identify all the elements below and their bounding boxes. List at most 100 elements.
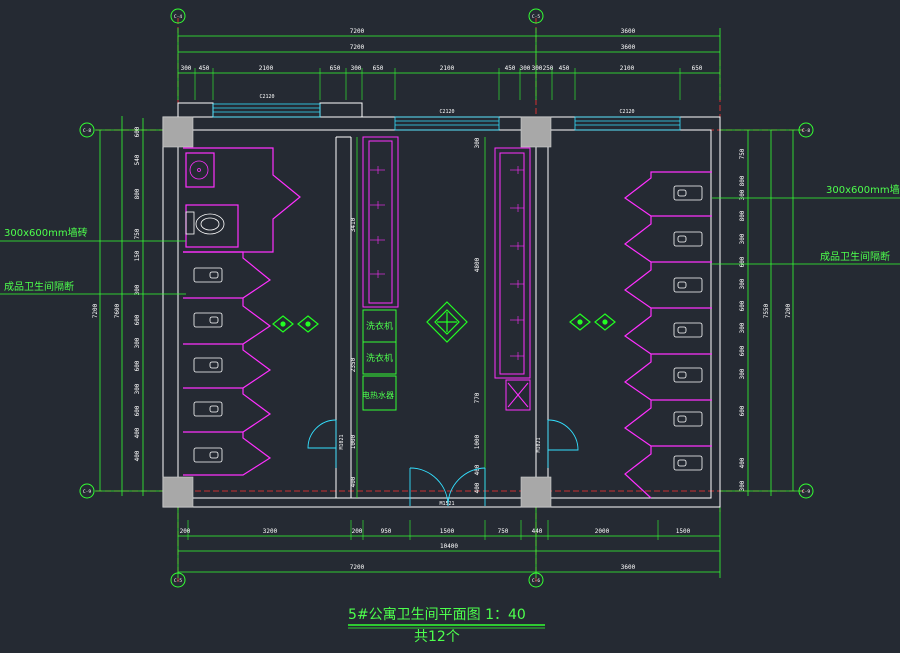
dim-right-seg-9: 300 <box>739 322 746 333</box>
dim-left-seg-7: 600 <box>134 314 141 325</box>
dim-left-seg-4: 750 <box>134 228 141 239</box>
axis-label-left-2: C-9 <box>83 489 91 495</box>
note-partition-left: 成品卫生间隔断 <box>4 280 74 293</box>
axis-label-right-1: C-8 <box>802 128 810 134</box>
right-wash-counter <box>494 147 531 379</box>
top-dimension-lines <box>177 28 721 100</box>
washer-label-1: 洗衣机 <box>366 320 393 332</box>
axis-label-top-2: C-5 <box>532 14 540 20</box>
dim-left-seg-5: 150 <box>134 250 141 261</box>
dim-left-seg-13: 400 <box>134 450 141 461</box>
dim-right-seg-6: 600 <box>739 256 746 267</box>
door-tag-left: M1021 <box>339 434 345 449</box>
dim-top3-7: 2100 <box>440 65 455 72</box>
drawing-subtitle: 共12个 <box>414 629 460 645</box>
dim-left-seg-10: 300 <box>134 383 141 394</box>
floor-drain-box <box>505 379 531 411</box>
dim-mid-c-2: 400 <box>350 476 357 487</box>
dim-left-seg-12: 400 <box>134 427 141 438</box>
dim-top1-a: 7200 <box>350 28 365 35</box>
dim-left-seg-3: 800 <box>134 188 141 199</box>
right-counter-taps <box>510 166 524 360</box>
drawing-title: 5#公寓卫生间平面图 1：40 <box>348 606 526 623</box>
bottom-dimension-lines <box>177 500 721 578</box>
dim-left-total1: 7600 <box>114 303 121 318</box>
dim-bottom1-3: 200 <box>352 528 363 535</box>
dim-left-total2: 7200 <box>92 303 99 318</box>
axis-label-top-1: C-4 <box>174 14 182 20</box>
dim-right-seg-5: 300 <box>739 233 746 244</box>
left-sink <box>189 160 209 180</box>
dim-bottom1-9: 1500 <box>676 528 691 535</box>
left-dimension-lines <box>95 116 178 496</box>
gender-symbol-left <box>272 315 319 333</box>
dim-mid-a-2: 2350 <box>350 357 357 372</box>
dim-left-seg-6: 300 <box>134 284 141 295</box>
right-dimension-lines <box>720 129 802 496</box>
dim-bottom1-4: 950 <box>381 528 392 535</box>
dim-left-segments: 600 540 800 750 150 300 600 300 600 300 … <box>134 126 141 461</box>
dim-left-seg-11: 600 <box>134 405 141 416</box>
dim-top3-14: 650 <box>692 65 703 72</box>
window-tag-left: C2120 <box>259 94 274 100</box>
dim-bottom3-a: 7200 <box>350 564 365 571</box>
left-partitions <box>183 147 301 476</box>
dim-bottom1-5: 1500 <box>440 528 455 535</box>
dim-right-total2: 7200 <box>785 303 792 318</box>
dim-top3-12: 450 <box>559 65 570 72</box>
dim-right-seg-14: 300 <box>739 480 746 491</box>
dim-top3-group: 300 450 2100 650 300 650 2100 450 300 30… <box>181 65 703 72</box>
walls <box>162 102 721 508</box>
dim-bottom1-6: 750 <box>498 528 509 535</box>
left-toilet <box>185 211 225 235</box>
dim-left-seg-1: 600 <box>134 126 141 137</box>
axis-label-bottom-2: C-6 <box>532 578 540 584</box>
dim-mid-b-1: 300 <box>474 137 481 148</box>
left-counter-taps <box>370 166 385 278</box>
interior-dim-lines <box>356 137 486 498</box>
door-tag-mid: M1521 <box>439 501 454 507</box>
window-tag-right: C2120 <box>619 109 634 115</box>
dim-right-seg-3: 300 <box>739 189 746 200</box>
dim-top3-8: 450 <box>505 65 516 72</box>
axis-label-right-2: C-9 <box>802 489 810 495</box>
axis-label-bottom-1: C-5 <box>174 578 182 584</box>
gender-symbol-right <box>569 313 616 331</box>
dim-top1-b: 3600 <box>621 28 636 35</box>
dim-top3-9: 300 <box>520 65 531 72</box>
gender-symbol-center <box>426 301 468 343</box>
dim-right-seg-8: 600 <box>739 300 746 311</box>
columns <box>162 116 552 508</box>
dim-right-seg-11: 300 <box>739 368 746 379</box>
dim-right-seg-7: 300 <box>739 278 746 289</box>
washer-label-2: 洗衣机 <box>366 352 393 364</box>
dim-mid-b-4: 1000 <box>474 434 481 449</box>
right-partitions <box>623 171 712 499</box>
dim-mid-b-6: 400 <box>474 482 481 493</box>
note-tile-right: 300x600mm墙砖 <box>826 183 900 196</box>
dim-bottom1-7: 440 <box>532 528 543 535</box>
dim-left-seg-2: 540 <box>134 154 141 165</box>
appliance-boxes <box>362 309 397 411</box>
interior-dims: 3410 2350 1000 400 300 4800 770 1000 400… <box>350 137 481 493</box>
dim-top3-10: 300 <box>532 65 543 72</box>
left-wash-counter <box>362 136 399 308</box>
dim-right-seg-1: 750 <box>739 148 746 159</box>
dim-bottom1-2: 3200 <box>263 528 278 535</box>
dim-left-seg-9: 600 <box>134 360 141 371</box>
dim-top3-1: 300 <box>181 65 192 72</box>
dim-top3-6: 650 <box>373 65 384 72</box>
dim-right-total1: 7550 <box>763 303 770 318</box>
dim-top3-11: 250 <box>543 65 554 72</box>
dim-top2-b: 3600 <box>621 44 636 51</box>
windows <box>212 103 681 131</box>
dim-left-seg-8: 300 <box>134 337 141 348</box>
dim-bottom3-b: 3600 <box>621 564 636 571</box>
dim-top3-3: 2100 <box>259 65 274 72</box>
dim-right-segments: 750 800 300 800 300 600 300 600 300 600 … <box>739 148 746 491</box>
dim-bottom1-8: 2000 <box>595 528 610 535</box>
dim-bottom1-group: 200 3200 200 950 1500 750 440 2000 1500 <box>180 528 691 535</box>
doors <box>307 419 579 507</box>
door-tag-right: M1021 <box>536 437 542 452</box>
dim-top3-2: 450 <box>199 65 210 72</box>
